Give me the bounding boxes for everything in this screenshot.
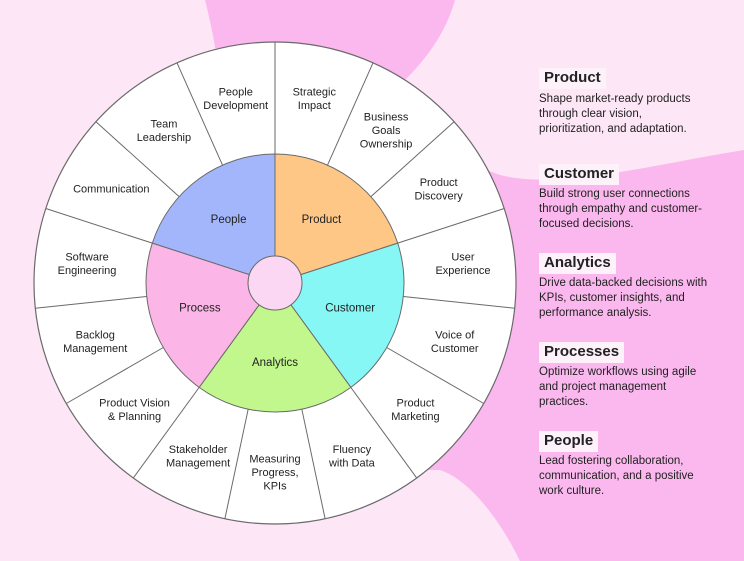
category-label-analytics: Analytics	[252, 357, 298, 369]
skill-divider	[350, 387, 418, 479]
legend-analytics-description: Drive data-backed decisions with KPIs, c…	[539, 277, 708, 319]
category-label-product: Product	[302, 214, 342, 226]
category-wedge-product	[274, 153, 399, 284]
category-wedge-customer	[274, 242, 405, 389]
category-wedge-analytics	[198, 282, 352, 413]
legend-people-description: Lead fostering collaboration, communicat…	[539, 455, 694, 497]
skill-divider	[45, 208, 153, 244]
legend-people-title: People	[539, 431, 599, 452]
category-label-process: Process	[179, 302, 221, 314]
center-hub	[247, 255, 303, 311]
category-wedge-people	[151, 153, 276, 284]
category-wedge-process	[145, 242, 276, 389]
legend-processes-title: Processes	[539, 342, 625, 363]
skill-divider	[176, 62, 223, 166]
skill-label-product-vision-planning: Product Vision& Planning	[99, 398, 170, 424]
skill-label-communication: Communication	[73, 184, 149, 196]
skill-divider	[301, 409, 326, 519]
category-core	[145, 153, 405, 413]
skill-divider	[403, 295, 515, 309]
skill-divider	[386, 347, 484, 404]
skill-divider	[132, 387, 200, 479]
skill-divider	[397, 208, 505, 244]
skill-divider	[35, 295, 147, 309]
skill-divider	[224, 409, 249, 519]
legend-customer-title: Customer	[539, 164, 620, 185]
skill-divider	[370, 121, 455, 198]
skill-divider	[327, 62, 374, 166]
category-label-people: People	[211, 214, 247, 226]
legend-customer-description: Build strong user connections through em…	[539, 188, 703, 230]
legend-product-title: Product	[539, 68, 606, 89]
legend-processes-description: Optimize workflows using agile and proje…	[539, 366, 697, 408]
legend-analytics-title: Analytics	[539, 253, 616, 274]
legend-product-description: Shape market-ready products through clea…	[539, 93, 691, 135]
category-label-customer: Customer	[325, 302, 375, 314]
skill-divider	[95, 121, 180, 198]
skill-divider	[66, 347, 164, 404]
